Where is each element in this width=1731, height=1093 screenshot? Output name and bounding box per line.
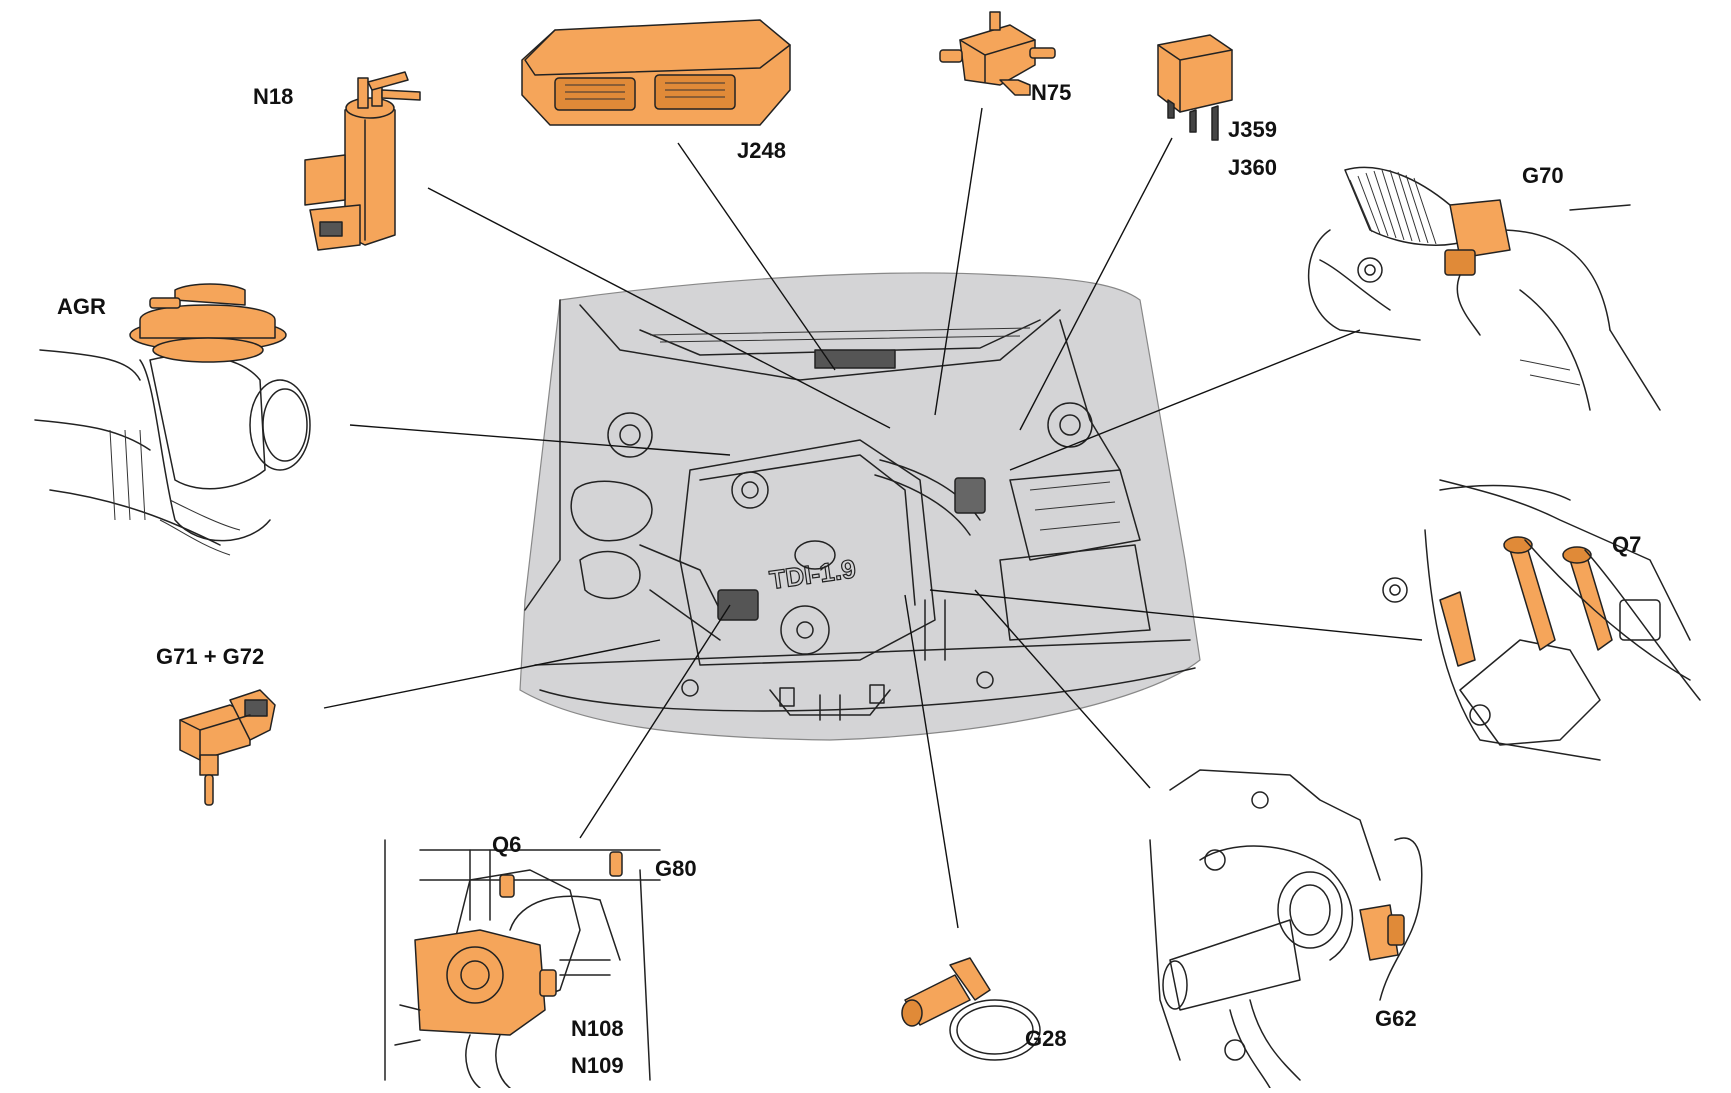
label-n109: N109	[571, 1053, 624, 1078]
label-g62: G62	[1375, 1006, 1417, 1031]
label-g70: G70	[1522, 163, 1564, 188]
label-g80: G80	[655, 856, 697, 881]
leader-q6	[579, 604, 731, 839]
engine-bay-background	[519, 272, 1201, 741]
leader-agr	[349, 424, 731, 456]
g71-g72-pressure-sensor	[179, 689, 276, 806]
label-g71-g72: G71 + G72	[156, 644, 265, 669]
leader-j359	[1019, 137, 1173, 431]
label-n75: N75	[1031, 80, 1072, 105]
leader-j248	[677, 142, 836, 371]
ecu-location	[814, 349, 896, 369]
g28-speed-sensor	[901, 957, 1041, 1061]
leader-g70	[1009, 329, 1361, 471]
label-n18: N18	[253, 84, 294, 109]
leader-g71	[323, 639, 661, 709]
agr-valve	[34, 283, 311, 556]
label-q6: Q6	[492, 832, 522, 857]
g62-coolant-temperature-sensor	[1149, 769, 1423, 1089]
engine-bay: TDI-1.9	[519, 272, 1201, 741]
leader-n18	[427, 187, 891, 429]
j359-j360-relay	[1157, 34, 1233, 141]
injection-pump-assembly	[384, 839, 661, 1089]
label-agr: AGR	[57, 294, 106, 319]
leader-g62	[974, 589, 1151, 789]
label-g28: G28	[1025, 1026, 1067, 1051]
j248-control-unit	[521, 19, 791, 126]
n18-egr-valve	[304, 71, 421, 251]
leader-lines	[323, 107, 1423, 929]
n75-solenoid-valve	[939, 11, 1056, 96]
label-j359: J359	[1228, 117, 1277, 142]
label-j248: J248	[737, 138, 786, 163]
leader-q7	[929, 589, 1423, 641]
leader-n75	[934, 107, 983, 416]
label-n108: N108	[571, 1016, 624, 1041]
g70-air-mass-meter	[1308, 166, 1661, 411]
label-q7: Q7	[1612, 532, 1642, 557]
leader-g28	[904, 594, 959, 929]
label-j360: J360	[1228, 155, 1277, 180]
q7-glow-plugs	[1382, 479, 1701, 761]
